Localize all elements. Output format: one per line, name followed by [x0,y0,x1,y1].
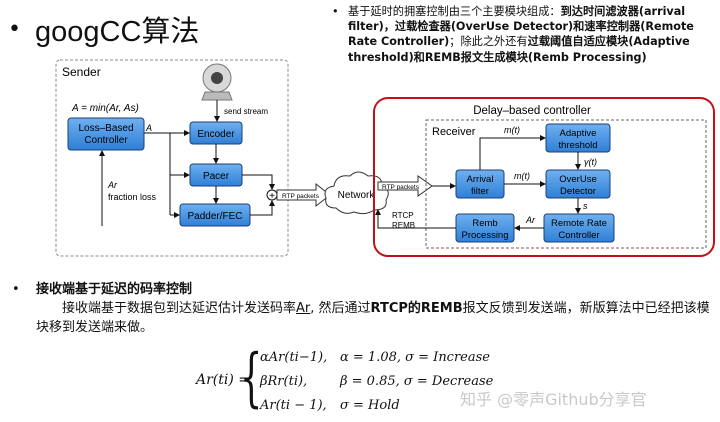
adaptive-line1: Adaptive [560,128,597,139]
remote-rate-line1: Remote Rate [551,218,607,229]
arrival-line1: Arrival [467,174,494,185]
padder-fec-label: Padder/FEC [187,211,242,222]
network-cloud [324,171,389,215]
architecture-diagram: Sender A = min(Ar, As) send stream Loss–… [55,59,715,257]
description-b1: 到达时间滤波器(arrival filter)，过载检查器(OverUse De… [348,5,694,49]
remote-rate-line2: Controller [558,230,599,241]
rtp-packets-label-2: RTP packets [382,184,420,191]
remb-line2: Processing [462,230,509,241]
section-bullet: • [12,282,20,297]
ar-label-2: Ar [525,215,536,225]
slide-title: • googCC算法 [8,8,199,50]
para-b: , 然后通过 [310,301,371,316]
adaptive-line2: threshold [558,140,597,151]
loss-based-controller-box [67,117,145,151]
section-paragraph: 接收端基于数据包到达延迟估计发送码率Ar, 然后通过RTCP的REMB报文反馈到… [36,299,716,337]
section-heading-row: • 接收端基于延迟的码率控制 [12,280,716,299]
loss-based-line2: Controller [84,135,128,146]
para-a: 接收端基于数据包到达延迟估计发送码率 [62,301,297,316]
receiver-box [425,119,707,249]
rtp-arrow-2 [377,175,433,197]
case3-cond: σ = Hold [340,398,400,413]
section-receiver-control: • 接收端基于延迟的码率控制 接收端基于数据包到达延迟估计发送码率Ar, 然后通… [12,280,716,337]
arrival-line2: filter [471,186,489,197]
para-bold: RTCP的REMB [370,301,463,316]
formula-lhs: Ar(ti) = [196,372,251,388]
s-label: s [583,201,588,211]
watermark: 知乎 @零声Github分享官 [460,390,647,409]
encoder-label: Encoder [197,129,235,140]
case2-cond: β = 0.85, σ = Decrease [340,374,494,389]
description-block: • 基于延时的拥塞控制由三个主要模块组成：到达时间滤波器(arrival fil… [332,4,716,65]
description-p1: 基于延时的拥塞控制由三个主要模块组成： [348,5,561,18]
overuse-line2: Detector [560,186,596,197]
title-text: googCC算法 [34,16,200,48]
plus-sign: + [269,191,275,202]
rtcp-line1: RTCP [392,211,414,220]
section-heading: 接收端基于延迟的码率控制 [36,282,193,297]
network-label: Network [338,190,376,201]
formula-brace: { [240,341,263,415]
delay-controller-box [373,97,715,257]
min-formula: A = min(Ar, As) [71,103,139,114]
case1-expr: αAr(ti−1), [260,350,328,365]
formula-case-3: Ar(ti − 1), σ = Hold [260,398,400,413]
rtp-packets-label-1: RTP packets [282,193,320,200]
mt-label-1: m(t) [504,125,520,135]
formula-case-2: βRr(ti), β = 0.85, σ = Decrease [260,374,493,389]
description-bullet: • [332,5,339,18]
para-c: 报文反馈到发送端，新版算法中已经把该模块移到发送端来做。 [36,301,710,335]
case1-cond: α = 1.08, σ = Increase [340,350,490,365]
case3-expr: Ar(ti − 1), [260,398,327,413]
rate-formula: Ar(ti) = { αAr(ti−1), α = 1.08, σ = Incr… [196,342,516,420]
para-ar: Ar [296,301,311,316]
rtp-arrow-1 [276,182,331,208]
mt-label-2: m(t) [514,171,530,181]
overuse-line1: OverUse [559,174,596,185]
pacer-label: Pacer [203,171,230,182]
delay-controller-label: Delay–based controller [473,105,591,117]
formula-case-1: αAr(ti−1), α = 1.08, σ = Increase [260,350,490,365]
fraction-loss-label: fraction loss [108,192,157,202]
sender-box [55,59,289,257]
receiver-label: Receiver [432,126,476,138]
send-stream-label: send stream [224,107,268,116]
ar-label: Ar [107,180,118,190]
remb-line1: Remb [472,218,497,229]
case2-expr: βRr(ti), [260,374,308,389]
description-b2: 过载阈值自适应模块(Adaptive threshold)和REMB报文生成模块… [348,35,690,64]
loss-based-line1: Loss–Based [78,123,133,134]
webcam-icon [201,63,233,101]
a-label: A [145,123,152,133]
rtcp-line2: REMB [392,221,415,230]
description-p2: ；除此之外还有 [449,35,528,49]
title-bullet: • [8,16,21,42]
sender-label: Sender [62,65,101,79]
gamma-label: γ(t) [584,157,597,167]
description-text: 基于延时的拥塞控制由三个主要模块组成：到达时间滤波器(arrival filte… [348,4,716,65]
